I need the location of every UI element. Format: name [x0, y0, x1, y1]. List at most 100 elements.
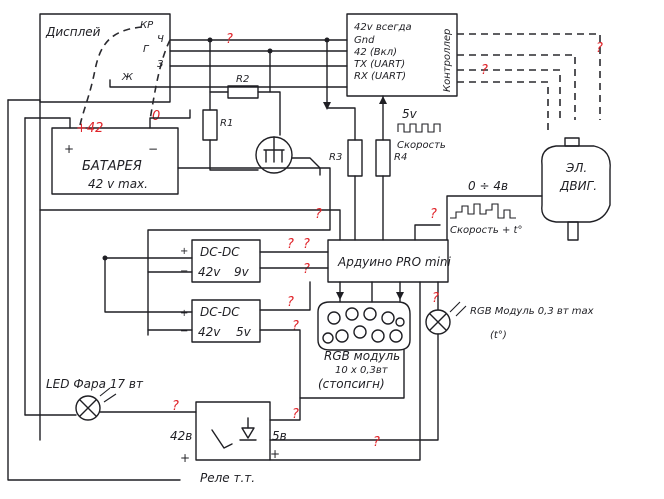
unknown-marker: ? [292, 319, 299, 334]
unknown-marker: ? [596, 41, 603, 56]
dcdc-5v-vin: 42v [198, 325, 221, 339]
display-pin-g: Г [143, 44, 150, 55]
battery-plus-loop [39, 99, 341, 241]
wire-motor-dash-4 [457, 81, 549, 135]
controller-pin-gnd: Gnd [354, 35, 375, 46]
lamp-cross [429, 313, 447, 331]
dcdc-9v-plus: + [180, 246, 188, 257]
sensor-label: Скорость + t° [450, 225, 522, 236]
rgb-led [322, 332, 334, 344]
wire-black-dashed [149, 39, 171, 121]
arrow-down [396, 292, 404, 300]
relay-label: Реле т.т. [200, 471, 255, 485]
arrow-down [323, 102, 331, 110]
rgb-led [381, 311, 395, 325]
motor-body [541, 145, 611, 223]
battery-plus: + [64, 142, 74, 156]
relay-led-line [239, 417, 257, 441]
led-label: LED Фара 17 вт [46, 377, 144, 391]
sensor-range: 0 ÷ 4в [468, 179, 508, 193]
rgb-module-line1: RGB модуль [324, 349, 400, 363]
sensor-branch [414, 224, 441, 241]
resistor-r2 [227, 85, 259, 99]
controller-pin-42always: 42v всегда [354, 22, 412, 33]
wire-motor-dash-3 [457, 69, 561, 120]
dcdc-5v-vout: 5v [236, 325, 252, 339]
unknown-marker: ? [430, 207, 437, 222]
display-pin-ch: Ч [157, 34, 164, 45]
lamp-cross [79, 399, 97, 417]
wire-motor-dash-2 [457, 54, 576, 120]
dcdc-5v-box [191, 299, 261, 343]
r3-wire-top [326, 39, 356, 141]
motor-label-2: ДВИГ. [559, 179, 597, 193]
battery-minus-loop [147, 167, 331, 336]
arduino-box [327, 239, 449, 283]
rgb-led [345, 307, 359, 321]
plus-rail [24, 117, 71, 129]
relay-switch [211, 429, 233, 449]
mosfet-drain-wire [291, 157, 321, 176]
battery-plus42-marker: +42 [76, 121, 103, 136]
unknown-marker: ? [303, 262, 310, 277]
unknown-marker: ? [292, 407, 299, 422]
rgb-led [395, 317, 405, 327]
rgb-led [353, 325, 367, 339]
wire-kr-dashed [79, 26, 143, 126]
wire-motor-dash-1 [457, 33, 601, 120]
relay-led-symbol [241, 427, 255, 439]
relay-plus-right: + [270, 447, 280, 461]
resistor-r1 [202, 109, 218, 141]
dcdc-9v-box [191, 239, 261, 283]
controller-label: Контроллер [442, 29, 453, 92]
rgb-leds [322, 307, 405, 344]
relay-42v: 42в [170, 429, 192, 443]
display-pin-kr: КР [140, 20, 154, 31]
display-pin-zh: Ж [121, 72, 134, 83]
controller-pin-tx: TX (UART) [354, 59, 405, 70]
motor-shaft-bottom [567, 221, 579, 241]
dcdc-9v-vout: 9v [234, 265, 250, 279]
rgb-led [335, 329, 349, 343]
unknown-marker: ? [373, 435, 380, 450]
r1-label: R1 [220, 118, 233, 129]
speed-voltage: 5v [402, 107, 418, 121]
dcdc-9v-vin: 42v [198, 265, 221, 279]
rgb-module-line3: (стопсигн) [318, 377, 385, 391]
rgb-single-ground [269, 333, 439, 441]
battery-zero-marker: 0 [152, 109, 160, 124]
arduino-label: Ардуино PRO mini [337, 255, 451, 269]
r2-wire-right [257, 91, 281, 136]
unknown-marker: ? [172, 399, 179, 414]
dcdc-9v-title: DC-DC [200, 245, 240, 259]
resistor-r3 [347, 139, 363, 177]
arrow-up [379, 96, 387, 104]
unknown-marker: ? [315, 207, 322, 222]
speed-label: Скорость [397, 140, 446, 151]
motor-label-1: ЭЛ. [565, 161, 587, 175]
display-box [39, 13, 171, 103]
controller-pin-42on: 42 (Вкл) [354, 47, 397, 58]
motor-shaft-top [564, 137, 580, 147]
battery-box [51, 127, 179, 195]
light-rays [449, 301, 467, 317]
battery-label: БАТАРЕЯ [82, 159, 142, 174]
dcdc5-out-minus [259, 329, 301, 421]
rgb-module-box [317, 301, 411, 351]
rgb-led [389, 329, 403, 343]
sensor-wire [446, 195, 543, 241]
relay-box [195, 401, 271, 461]
dcdc-5v-title: DC-DC [200, 305, 240, 319]
rgb-single-line2: (t°) [490, 330, 507, 341]
r2-label: R2 [236, 74, 249, 85]
r1-wire-bottom [209, 139, 259, 171]
rgb-module-line2: 10 x 0,3вт [335, 365, 389, 376]
battery-minus: − [148, 142, 158, 156]
unknown-marker: ? [303, 237, 310, 252]
unknown-marker: ? [226, 32, 233, 47]
outer-ground [7, 99, 181, 481]
rgb-led [327, 311, 341, 325]
pulse-waveform [397, 123, 441, 133]
dcdc-5v-minus: − [180, 326, 188, 337]
dcdc5-out-plus [259, 281, 311, 311]
